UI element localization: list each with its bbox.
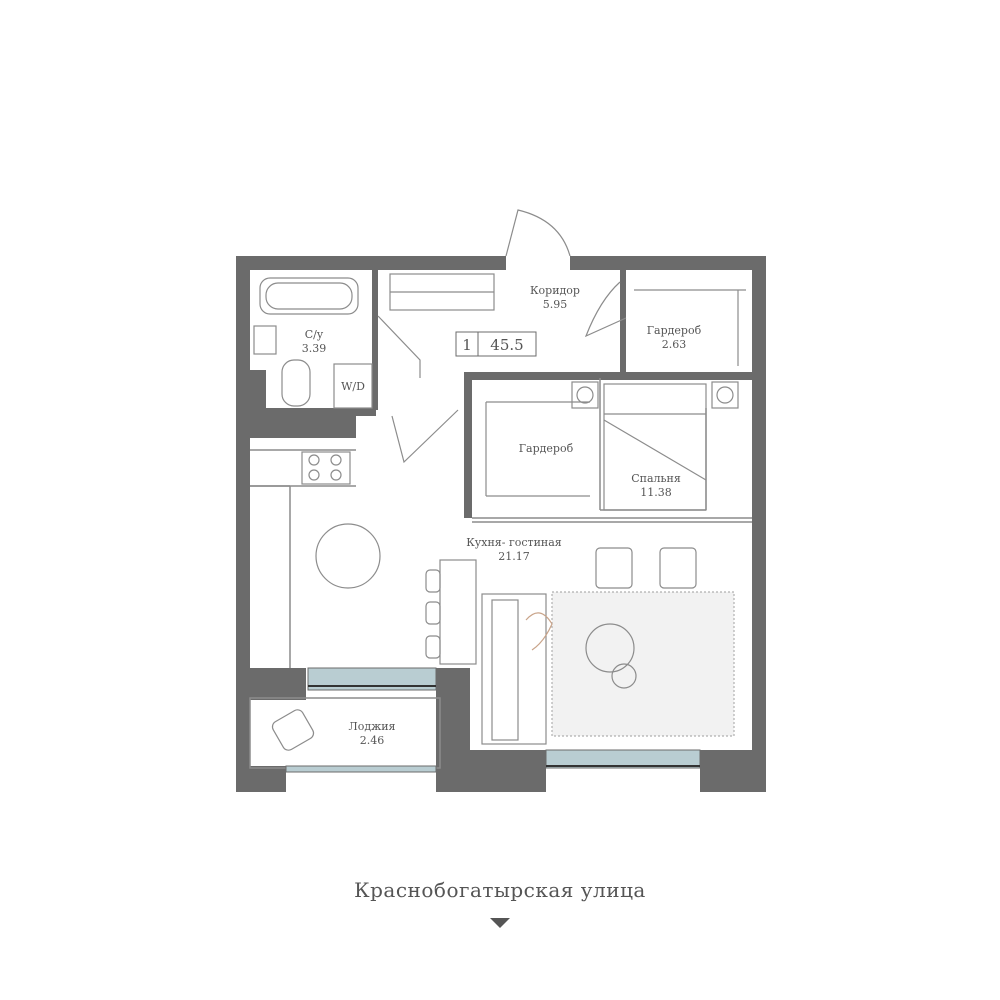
bathroom-fixtures: [253, 277, 373, 409]
loggia-name: Лоджия: [349, 720, 396, 733]
total-area: 45.5: [490, 336, 523, 354]
kitchen-furniture: [301, 451, 477, 665]
loggia-area: 2.46: [360, 734, 385, 747]
wardrobe1-area: 2.63: [662, 338, 687, 351]
bedroom-area: 11.38: [640, 486, 672, 499]
windows: [285, 667, 701, 773]
partitions: [249, 378, 752, 769]
outer-walls: [236, 256, 766, 792]
street-arrow-icon: [490, 918, 510, 928]
rooms-count: 1: [462, 336, 472, 354]
wardrobe1-name: Гардероб: [647, 324, 702, 337]
room-labels: С/у 3.39 W/D Коридор 5.95 Гардероб 2.63 …: [302, 284, 702, 747]
wardrobe2-name: Гардероб: [519, 442, 574, 455]
bath-area: 3.39: [302, 342, 327, 355]
corridor-area: 5.95: [543, 298, 568, 311]
washer-label: W/D: [341, 380, 365, 393]
doors: [377, 209, 627, 464]
kitchen-area: 21.17: [498, 550, 530, 563]
bedroom-name: Спальня: [631, 472, 681, 485]
kitchen-name: Кухня- гостиная: [466, 536, 562, 549]
wardrobe-rails: [389, 273, 746, 497]
bath-name: С/у: [305, 328, 324, 341]
street-name: Краснобогатырская улица: [354, 878, 646, 902]
living-furniture: [481, 547, 735, 745]
bedroom-furniture: [571, 381, 739, 511]
corridor-name: Коридор: [530, 284, 580, 297]
area-badge: 1 45.5: [455, 331, 537, 357]
loggia-chair: [271, 709, 315, 751]
